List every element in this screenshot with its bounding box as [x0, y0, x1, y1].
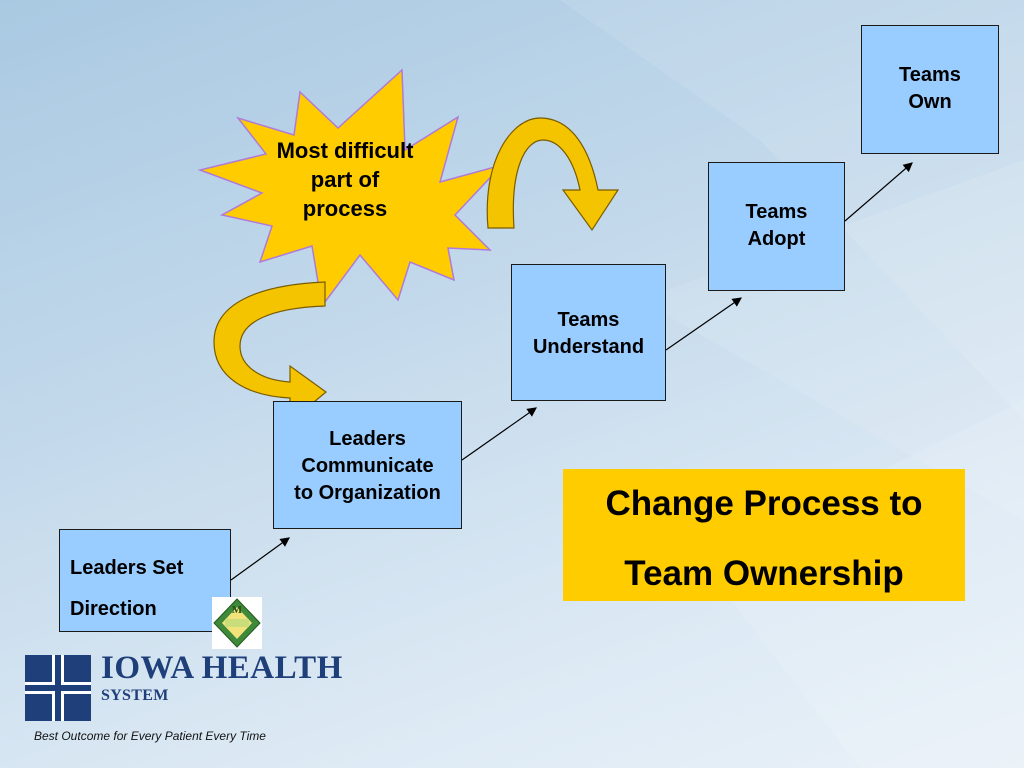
callout-title-line: Team Ownership [624, 554, 904, 593]
organization-name: IOWA HEALTH [101, 650, 343, 686]
step-label-line: Leaders Set [70, 557, 184, 579]
step-label-line: Communicate [301, 455, 434, 477]
step-leaders-set-direction: Leaders Set Direction [59, 529, 231, 632]
connector-arrow-1 [230, 537, 290, 581]
step-teams-understand: Teams Understand [511, 264, 666, 401]
connector-arrow-2 [461, 407, 537, 461]
step-label-line: Teams [899, 64, 961, 86]
connector-arrow-3 [665, 297, 742, 351]
step-label-line: Understand [532, 336, 645, 358]
step-label-line: Teams [745, 201, 808, 223]
step-teams-own: Teams Own [861, 25, 999, 154]
callout-title-line: Change Process to [605, 484, 923, 523]
callout-title-box: Change Process to Team Ownership [563, 469, 965, 601]
step-teams-adopt: Teams Adopt [708, 162, 845, 291]
step-label-line: Own [908, 91, 952, 113]
curved-arrow-top [486, 117, 620, 232]
starburst-label-line: Most difficult [276, 138, 414, 163]
starburst-label-line: part of [310, 167, 380, 192]
step-label-line: Teams [557, 309, 620, 331]
badge-letter: M [231, 604, 243, 616]
step-label-line: Adopt [747, 228, 806, 250]
organization-name-sub: SYSTEM [101, 687, 169, 704]
diamond-badge-icon [212, 597, 262, 649]
step-label-line: Leaders [329, 428, 406, 450]
step-leaders-communicate: Leaders Communicate to Organization [273, 401, 462, 529]
connector-arrow-4 [844, 162, 913, 222]
iowa-health-cross-icon [25, 655, 91, 721]
organization-tagline: Best Outcome for Every Patient Every Tim… [34, 729, 266, 743]
magnet-badge-logo: M [212, 597, 262, 649]
step-label-line: Direction [70, 598, 157, 620]
step-label-line: to Organization [294, 482, 441, 504]
starburst-label: Most difficult part of process [255, 136, 435, 223]
starburst-label-line: process [302, 196, 388, 221]
